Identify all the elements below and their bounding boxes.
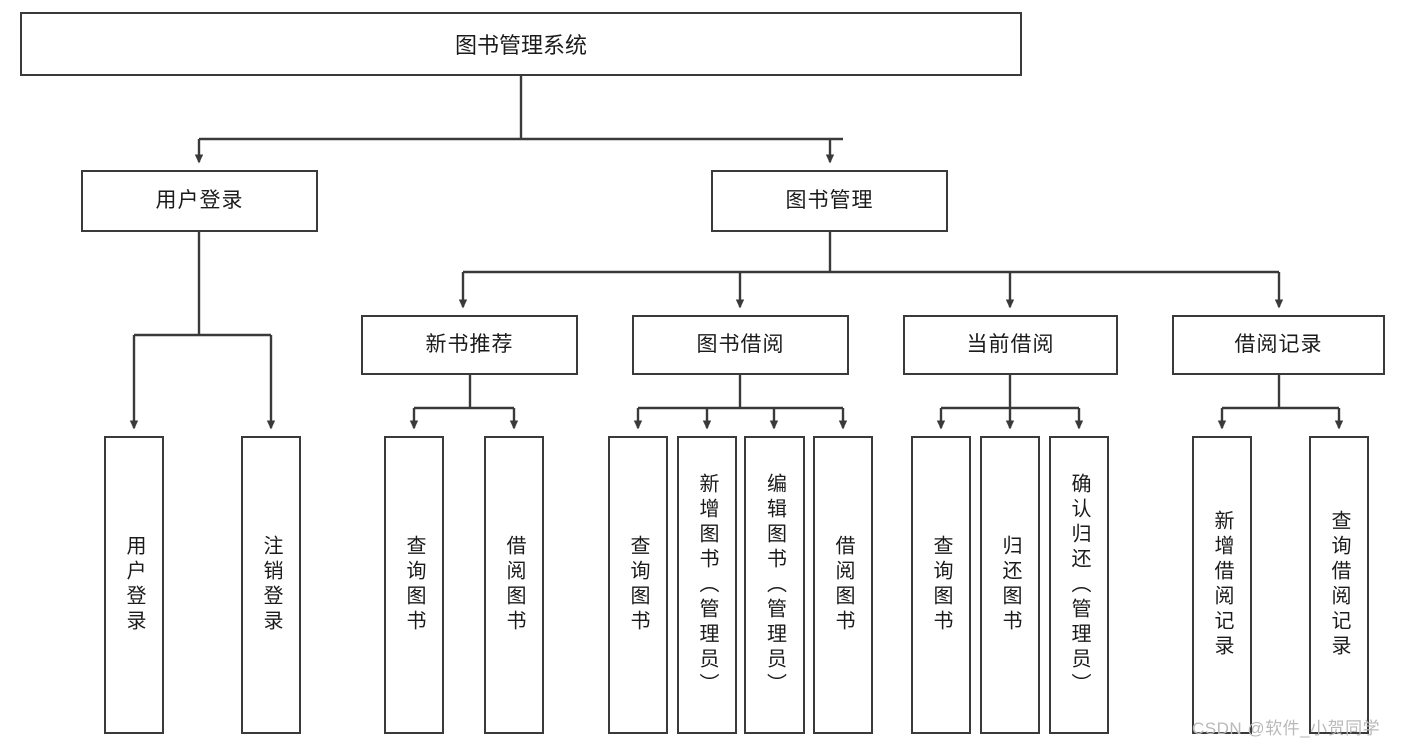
node-book-management[interactable]: 图书管理 (711, 170, 948, 232)
node-borrow-record[interactable]: 借阅记录 (1172, 315, 1385, 375)
node-label: 图书管理系统 (454, 33, 587, 58)
node-label: 编辑图书（管理员） (763, 472, 786, 698)
node-user-login[interactable]: 用户登录 (81, 170, 318, 232)
node-label: 注销登录 (260, 535, 282, 635)
leaf-new-book-query[interactable]: 查询图书 (384, 436, 444, 734)
node-label: 用户登录 (155, 189, 244, 213)
node-label: 查询图书 (627, 535, 649, 635)
node-label: 新书推荐 (425, 333, 514, 357)
leaf-current-borrow-confirm[interactable]: 确认归还（管理员） (1049, 436, 1109, 734)
leaf-current-borrow-return[interactable]: 归还图书 (980, 436, 1040, 734)
node-new-book-recommend[interactable]: 新书推荐 (361, 315, 578, 375)
leaf-user-login-signout[interactable]: 注销登录 (241, 436, 301, 734)
leaf-new-book-borrow[interactable]: 借阅图书 (484, 436, 544, 734)
leaf-borrow-record-query[interactable]: 查询借阅记录 (1309, 436, 1369, 734)
node-label: 借阅图书 (503, 535, 525, 635)
node-current-borrow[interactable]: 当前借阅 (903, 315, 1118, 375)
leaf-user-login-signin[interactable]: 用户登录 (104, 436, 164, 734)
leaf-book-borrow-query[interactable]: 查询图书 (608, 436, 668, 734)
node-label: 图书管理 (785, 189, 874, 213)
node-label: 借阅记录 (1234, 333, 1323, 357)
node-label: 新增借阅记录 (1211, 510, 1233, 660)
leaf-borrow-record-add[interactable]: 新增借阅记录 (1192, 436, 1252, 734)
csdn-watermark: CSDN @软件_小贺同学 (1192, 719, 1381, 738)
node-label: 查询借阅记录 (1328, 510, 1350, 660)
node-label: 借阅图书 (832, 535, 854, 635)
node-label: 确认归还（管理员） (1068, 472, 1090, 698)
leaf-book-borrow-add[interactable]: 新增图书（管理员） (677, 436, 737, 734)
leaf-current-borrow-query[interactable]: 查询图书 (911, 436, 971, 734)
node-label: 归还图书 (999, 535, 1021, 635)
node-label: 查询图书 (403, 535, 425, 635)
node-label: 当前借阅 (966, 333, 1055, 357)
node-root-system[interactable]: 图书管理系统 (20, 12, 1022, 76)
node-label: 新增图书（管理员） (696, 472, 718, 698)
leaf-book-borrow-edit[interactable]: 编辑图书（管理员） (744, 436, 805, 734)
node-book-borrow[interactable]: 图书借阅 (632, 315, 849, 375)
leaf-book-borrow-lend[interactable]: 借阅图书 (813, 436, 873, 734)
node-label: 查询图书 (930, 535, 952, 635)
node-label: 图书借阅 (696, 333, 785, 357)
node-label: 用户登录 (123, 535, 145, 635)
